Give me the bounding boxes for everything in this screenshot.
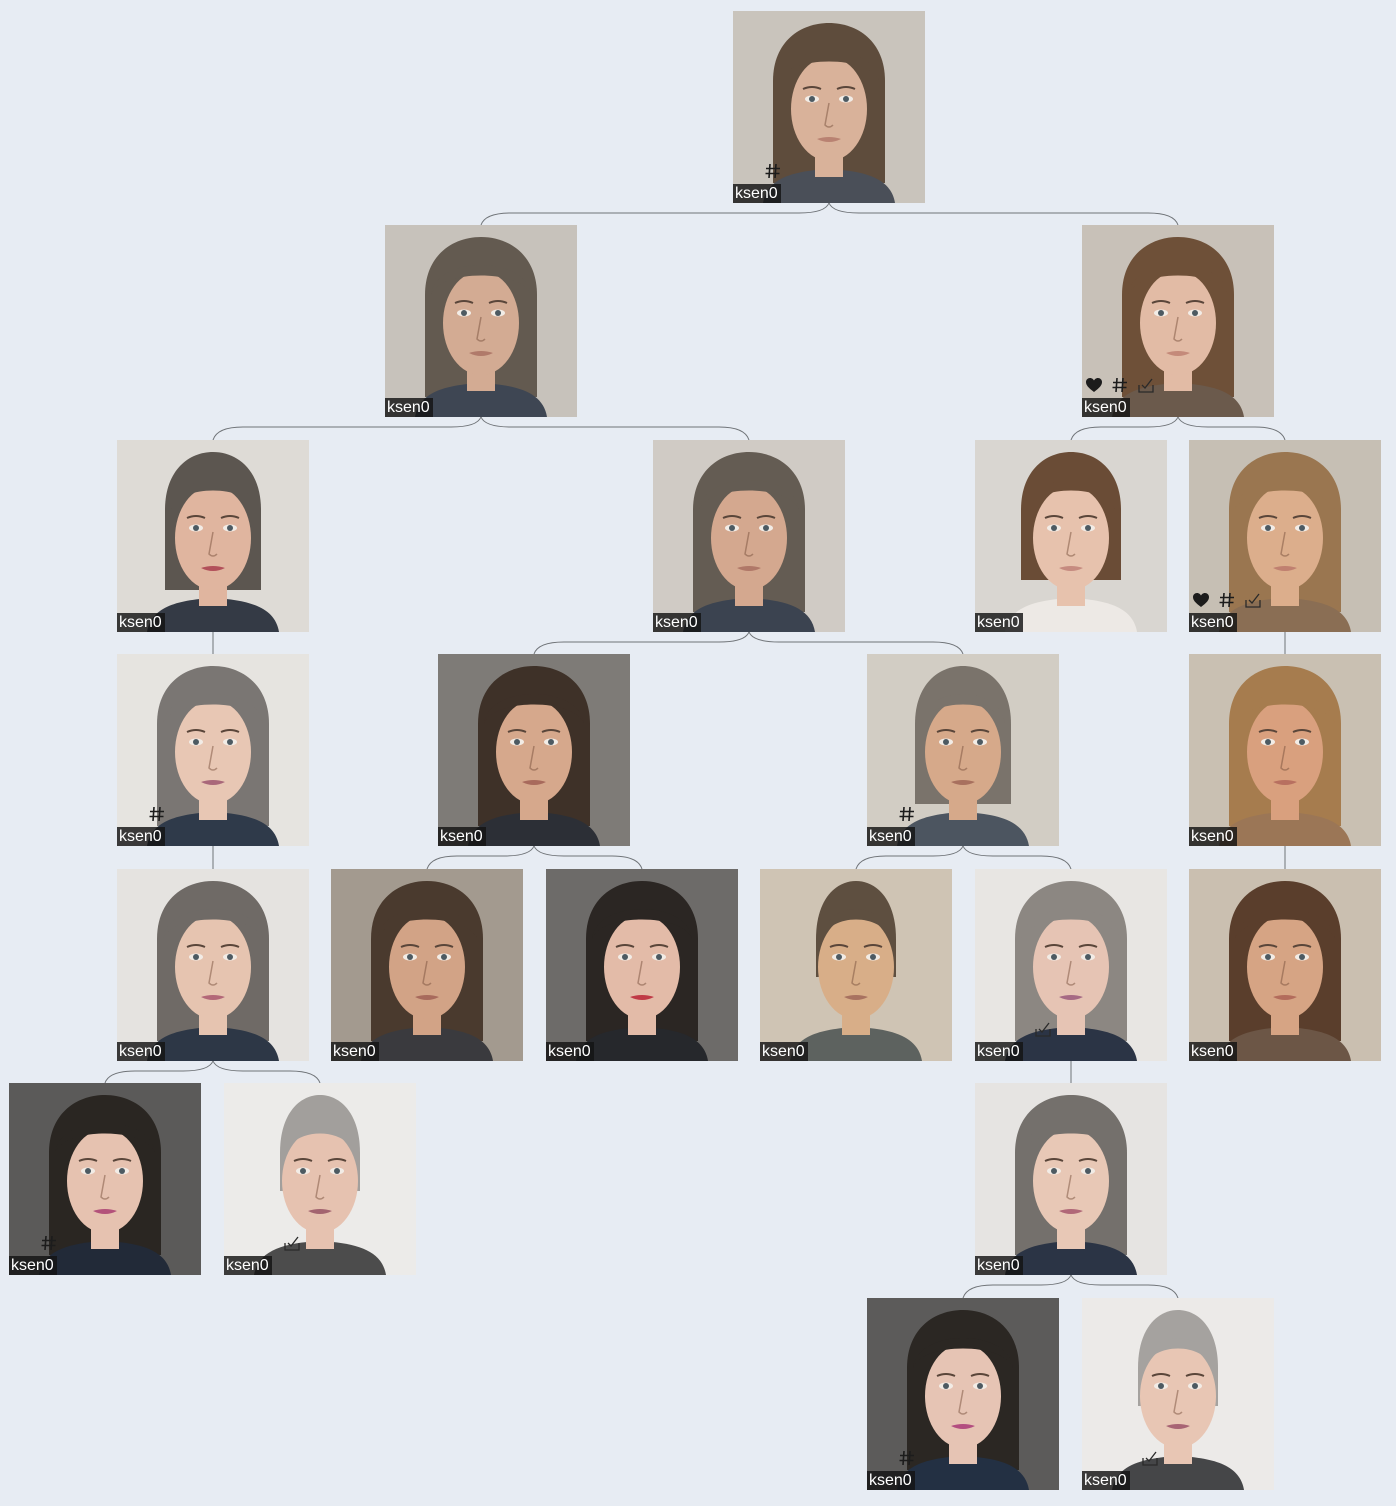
- author-label[interactable]: ksen0: [1189, 613, 1237, 632]
- check-icon[interactable]: [1033, 1019, 1053, 1039]
- node-badges: [282, 1233, 302, 1253]
- tree-node[interactable]: ksen0: [117, 869, 309, 1061]
- author-label[interactable]: ksen0: [117, 613, 165, 632]
- author-label[interactable]: ksen0: [653, 613, 701, 632]
- author-label[interactable]: ksen0: [760, 1042, 808, 1061]
- tree-node[interactable]: ksen0: [867, 654, 1059, 846]
- tree-edge: [426, 845, 535, 870]
- tree-node[interactable]: ksen0: [975, 1083, 1167, 1275]
- hash-icon[interactable]: [1110, 375, 1130, 395]
- tree-edge: [104, 1060, 214, 1084]
- hash-icon[interactable]: [39, 1233, 59, 1253]
- tree-node[interactable]: ksen0: [331, 869, 523, 1061]
- tree-edge: [855, 845, 964, 870]
- hash-icon[interactable]: [763, 161, 783, 181]
- heart-icon[interactable]: [1084, 375, 1104, 395]
- hash-icon[interactable]: [147, 804, 167, 824]
- author-label[interactable]: ksen0: [224, 1256, 272, 1275]
- tree-node[interactable]: ksen0: [975, 440, 1167, 632]
- tree-node[interactable]: ksen0: [117, 440, 309, 632]
- author-label[interactable]: ksen0: [975, 1042, 1023, 1061]
- author-label[interactable]: ksen0: [546, 1042, 594, 1061]
- author-label[interactable]: ksen0: [9, 1256, 57, 1275]
- heart-icon[interactable]: [1191, 590, 1211, 610]
- tree-node[interactable]: ksen0: [975, 869, 1167, 1061]
- node-badges: [147, 804, 167, 824]
- tree-node[interactable]: ksen0: [385, 225, 577, 417]
- node-badges: [39, 1233, 59, 1253]
- node-badges: [1191, 590, 1263, 610]
- tree-edge: [828, 202, 1179, 226]
- author-label[interactable]: ksen0: [733, 184, 781, 203]
- author-label[interactable]: ksen0: [1189, 827, 1237, 846]
- tree-node[interactable]: ksen0: [653, 440, 845, 632]
- check-icon[interactable]: [282, 1233, 302, 1253]
- node-badges: [1033, 1019, 1053, 1039]
- author-label[interactable]: ksen0: [1082, 398, 1130, 417]
- author-label[interactable]: ksen0: [867, 827, 915, 846]
- tree-edge: [212, 1060, 321, 1084]
- tree-edge: [962, 1274, 1072, 1299]
- node-badges: [763, 161, 783, 181]
- tree-node[interactable]: ksen0: [1082, 225, 1274, 417]
- tree-node[interactable]: ksen0: [438, 654, 630, 846]
- tree-node[interactable]: ksen0: [760, 869, 952, 1061]
- tree-node[interactable]: ksen0: [117, 654, 309, 846]
- hash-icon[interactable]: [897, 804, 917, 824]
- node-badges: [1084, 375, 1156, 395]
- tree-edge: [1177, 416, 1286, 441]
- tree-edge: [748, 631, 964, 655]
- tree-node[interactable]: ksen0: [1189, 440, 1381, 632]
- tree-edge: [480, 202, 830, 226]
- tree-node[interactable]: ksen0: [1189, 869, 1381, 1061]
- tree-node[interactable]: ksen0: [867, 1298, 1059, 1490]
- tree-node[interactable]: ksen0: [1082, 1298, 1274, 1490]
- tree-node[interactable]: ksen0: [1189, 654, 1381, 846]
- check-icon[interactable]: [1243, 590, 1263, 610]
- tree-node[interactable]: ksen0: [9, 1083, 201, 1275]
- tree-edge: [1070, 416, 1179, 441]
- tree-node[interactable]: ksen0: [733, 11, 925, 203]
- node-badges: [897, 804, 917, 824]
- node-badges: [897, 1448, 917, 1468]
- hash-icon[interactable]: [897, 1448, 917, 1468]
- author-label[interactable]: ksen0: [1189, 1042, 1237, 1061]
- check-icon[interactable]: [1136, 375, 1156, 395]
- author-label[interactable]: ksen0: [117, 827, 165, 846]
- author-label[interactable]: ksen0: [867, 1471, 915, 1490]
- node-badges: [1140, 1448, 1160, 1468]
- tree-edge: [962, 845, 1072, 870]
- author-label[interactable]: ksen0: [385, 398, 433, 417]
- author-label[interactable]: ksen0: [117, 1042, 165, 1061]
- tree-node[interactable]: ksen0: [224, 1083, 416, 1275]
- tree-node[interactable]: ksen0: [546, 869, 738, 1061]
- tree-edge: [533, 845, 643, 870]
- check-icon[interactable]: [1140, 1448, 1160, 1468]
- author-label[interactable]: ksen0: [331, 1042, 379, 1061]
- hash-icon[interactable]: [1217, 590, 1237, 610]
- tree-edge: [480, 416, 750, 441]
- author-label[interactable]: ksen0: [975, 1256, 1023, 1275]
- author-label[interactable]: ksen0: [975, 613, 1023, 632]
- author-label[interactable]: ksen0: [1082, 1471, 1130, 1490]
- tree-edge: [1070, 1274, 1179, 1299]
- tree-edge: [212, 416, 482, 441]
- author-label[interactable]: ksen0: [438, 827, 486, 846]
- tree-edge: [533, 631, 750, 655]
